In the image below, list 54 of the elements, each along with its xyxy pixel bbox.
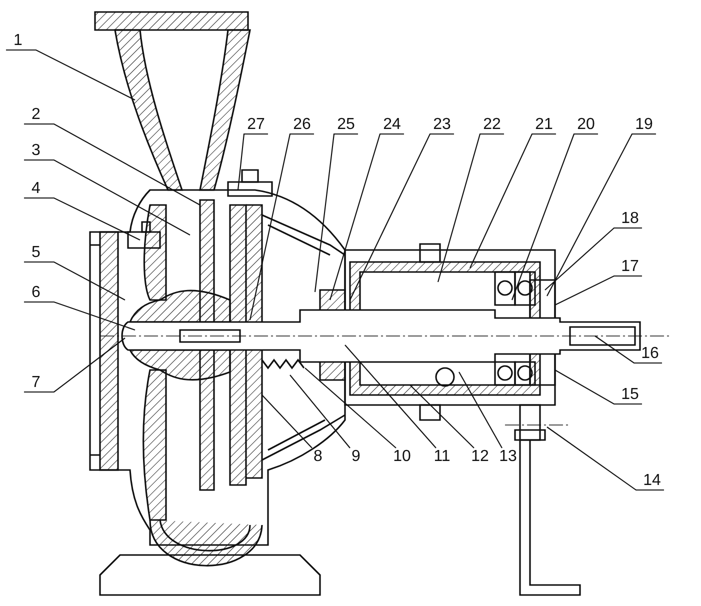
leader-line [24,159,190,236]
callout-number: 12 [468,448,492,466]
leader-line [554,370,642,405]
callout-number: 24 [380,116,404,134]
callout-number: 17 [618,258,642,276]
callout-number: 14 [640,472,664,490]
callout-number: 2 [24,106,48,124]
leader-line [329,133,404,300]
leader-line [314,133,358,292]
leader-line [24,261,126,300]
callout-number: 11 [430,448,454,466]
leader-line [24,301,136,331]
leader-line [262,394,312,448]
leader-line [24,338,126,393]
leader-line [6,49,136,100]
leader-line [290,374,350,448]
callout-number: 22 [480,116,504,134]
callout-number: 4 [24,180,48,198]
leader-line [249,133,314,320]
leader-line [350,133,454,300]
callout-number: 21 [532,116,556,134]
callout-number: 6 [24,284,48,302]
callout-number: 25 [334,116,358,134]
leader-line [24,123,200,206]
leader-line [470,133,556,268]
callout-number: 23 [430,116,454,134]
callout-number: 9 [344,448,368,466]
callout-number: 15 [618,386,642,404]
leader-line [24,197,140,240]
callout-number: 20 [574,116,598,134]
leader-line [546,426,664,491]
leader-line [304,368,396,448]
callout-number: 7 [24,374,48,392]
callout-number: 13 [496,448,520,466]
leader-line [344,344,436,448]
callout-number: 8 [306,448,330,466]
callout-number: 1 [6,32,30,50]
callout-number: 27 [244,116,268,134]
callout-number: 18 [618,210,642,228]
callout-number: 10 [390,448,414,466]
leader-line [511,133,598,300]
leader-line [237,133,268,190]
callout-number: 16 [638,345,662,363]
callout-number: 19 [632,116,656,134]
leader-line [554,275,642,306]
leader-line [410,384,474,448]
leader-line [594,336,662,364]
callout-number: 26 [290,116,314,134]
leader-line [546,133,656,296]
leader-line [437,133,504,282]
leader-line [458,372,502,448]
callout-number: 5 [24,244,48,262]
leader-line [544,227,642,290]
callout-number: 3 [24,142,48,160]
